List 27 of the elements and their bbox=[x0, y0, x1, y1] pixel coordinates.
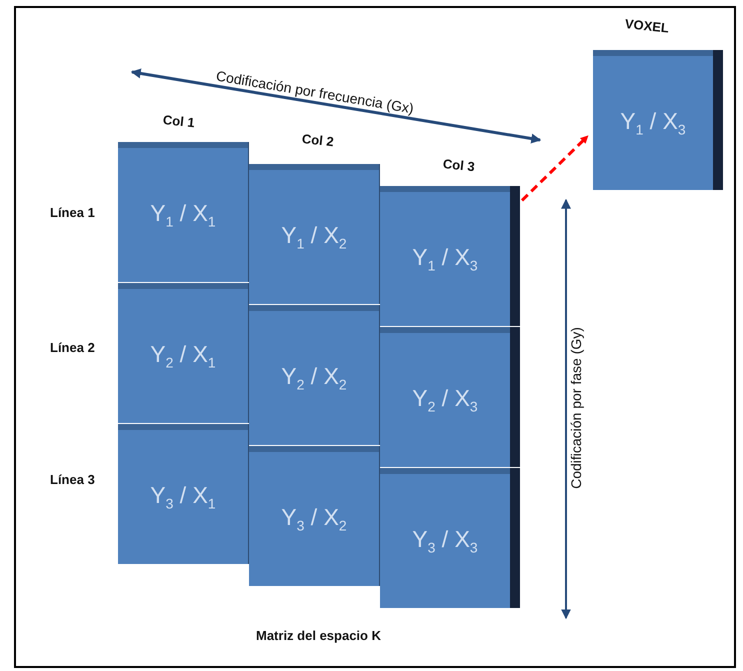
row-label: Línea 3 bbox=[50, 472, 95, 487]
column-label: Col 3 bbox=[442, 156, 476, 174]
tile-label: Y$_{3}$ / X$_{2}$ bbox=[281, 504, 347, 534]
tile-label: Y$_{1}$ / X$_{2}$ bbox=[281, 222, 347, 252]
matrix-tile bbox=[118, 283, 248, 423]
tile-heading: VOXEL bbox=[624, 16, 670, 36]
tile-label: Y$_{1}$ / X$_{3}$ bbox=[620, 108, 686, 138]
matrix-tile bbox=[249, 446, 379, 586]
matrix-tile bbox=[249, 164, 379, 304]
axis-label: Codificación por fase (Gy) bbox=[568, 327, 584, 489]
caption: Matriz del espacio K bbox=[256, 628, 381, 643]
matrix-tile bbox=[118, 142, 248, 282]
matrix-tile bbox=[249, 305, 379, 445]
matrix-tile bbox=[118, 424, 248, 564]
row-label: Línea 2 bbox=[50, 340, 95, 355]
tile-label: Y$_{1}$ / X$_{3}$ bbox=[412, 244, 478, 274]
tile-label: Y$_{2}$ / X$_{3}$ bbox=[412, 385, 478, 415]
tile-label: Y$_{2}$ / X$_{2}$ bbox=[281, 363, 347, 393]
column-label: Col 1 bbox=[162, 112, 196, 130]
column-label: Col 2 bbox=[301, 131, 334, 150]
row-label: Línea 1 bbox=[50, 205, 95, 220]
tile-label: Y$_{1}$ / X$_{1}$ bbox=[150, 200, 216, 230]
tile-label: Y$_{3}$ / X$_{3}$ bbox=[412, 526, 478, 556]
axis-label: Codificación por frecuencia (Gx) bbox=[215, 68, 415, 116]
arrow bbox=[520, 135, 588, 202]
tile-label: Y$_{2}$ / X$_{1}$ bbox=[150, 341, 216, 371]
tile-label: Y$_{3}$ / X$_{1}$ bbox=[150, 482, 216, 512]
